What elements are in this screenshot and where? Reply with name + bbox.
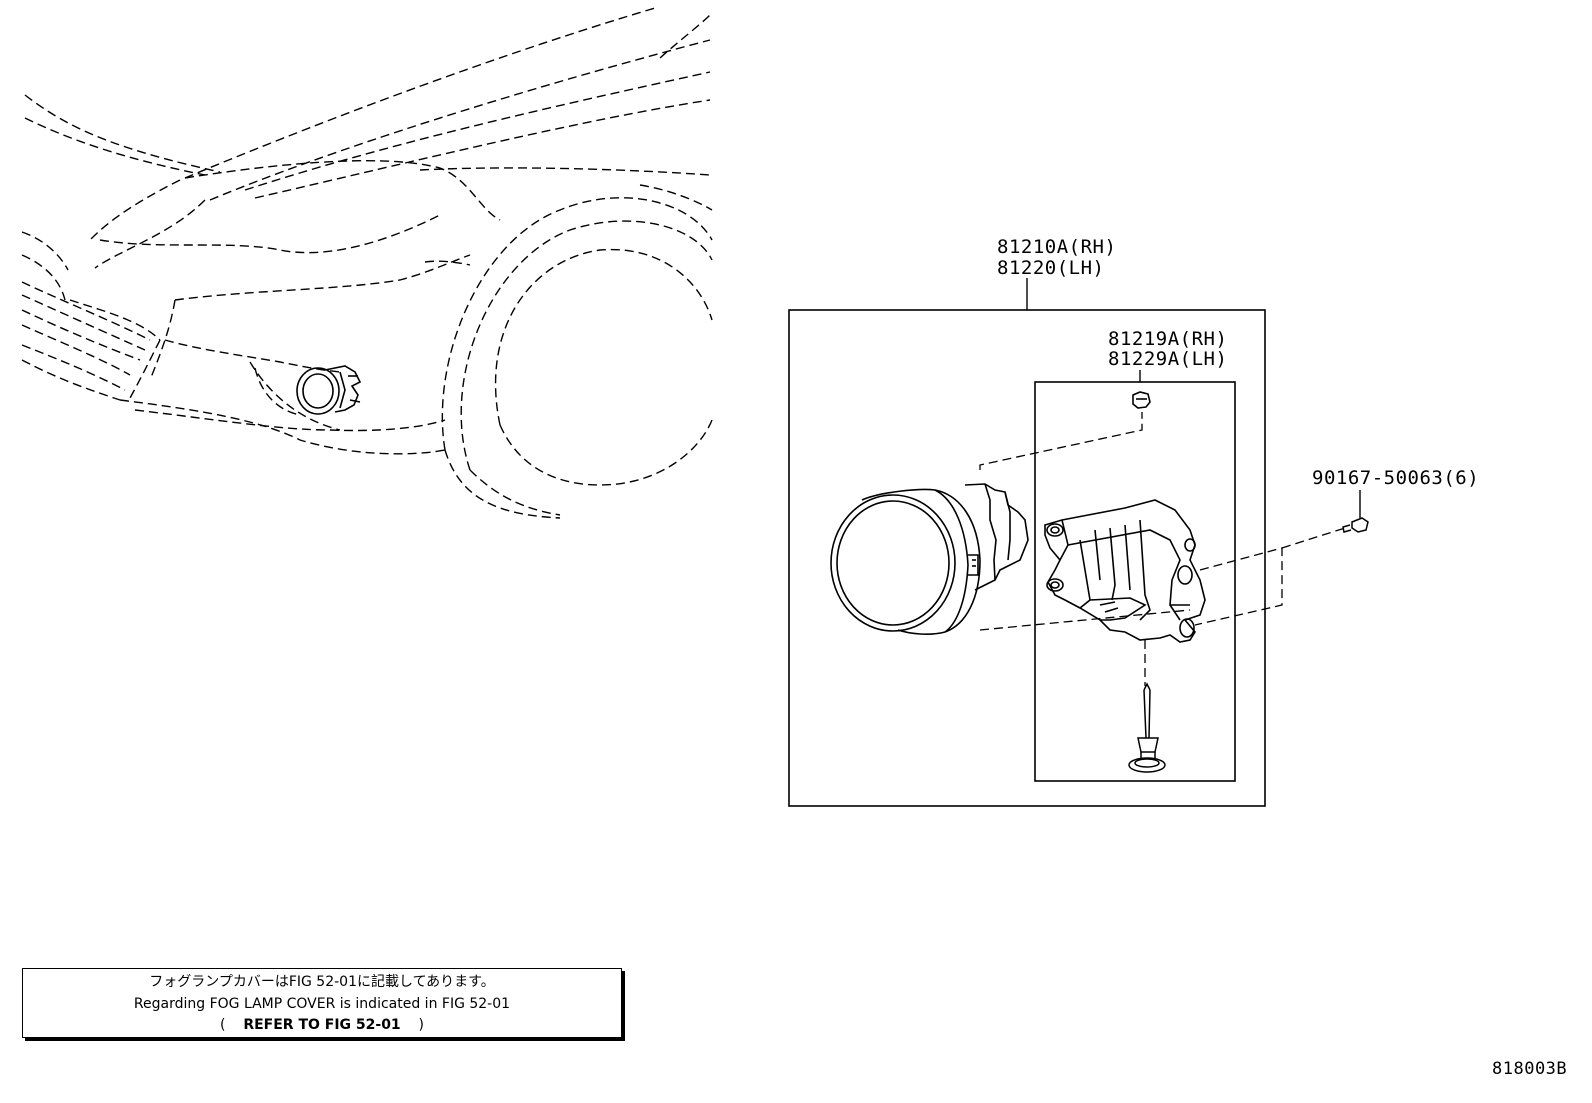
- callout-bracket-lh: 81229A(LH): [1108, 348, 1228, 370]
- vehicle-fog-lamp: [296, 365, 362, 415]
- note-reference-link[interactable]: REFER TO FIG 52-01: [243, 1017, 401, 1033]
- assembly-dashed-lines: [979, 412, 1346, 686]
- fog-lamp-bracket: [1044, 499, 1206, 643]
- callout-screw: 90167-50063(6): [1312, 467, 1480, 489]
- screw-part: [1342, 517, 1369, 533]
- callout-assembly-rh: 81210A(RH): [997, 236, 1117, 258]
- figure-id: 818003B: [1492, 1059, 1568, 1079]
- note-ref-open: (: [220, 1017, 226, 1033]
- note-ref-close: ): [418, 1017, 424, 1033]
- fog-lamp-unit: [830, 483, 1029, 635]
- note-reference-line: ( REFER TO FIG 52-01 ): [23, 1017, 621, 1033]
- callout-bracket-rh: 81219A(RH): [1108, 328, 1228, 350]
- note-japanese: フォグランプカバーはFIG 52-01に記載してあります。: [149, 974, 495, 990]
- assembly-frame: [788, 309, 1266, 807]
- leader-lines: [1026, 278, 1361, 518]
- reference-note-box: フォグランプカバーはFIG 52-01に記載してあります。 Regarding …: [22, 968, 622, 1038]
- callout-assembly-lh: 81220(LH): [997, 257, 1105, 279]
- vehicle-front-outline: [21, 7, 713, 519]
- aiming-screw-part: [1128, 682, 1166, 773]
- nut-part: [1132, 391, 1151, 409]
- note-english: Regarding FOG LAMP COVER is indicated in…: [133, 996, 511, 1012]
